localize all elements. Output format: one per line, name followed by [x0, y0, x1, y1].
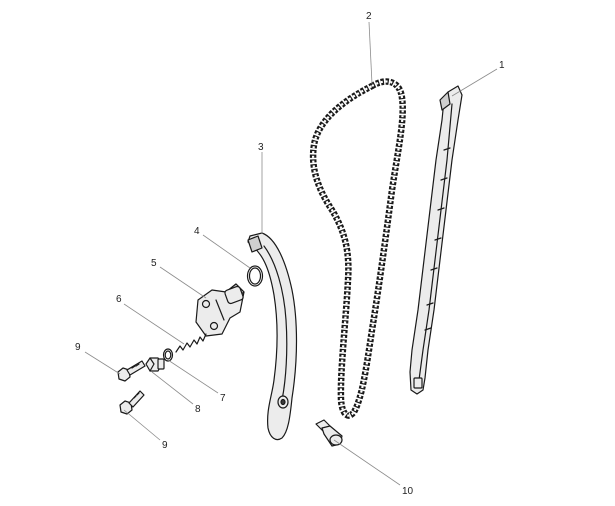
spring-part [175, 333, 207, 353]
leader-9a [84, 351, 121, 375]
callout-4: 4 [194, 226, 200, 237]
leader-9b [123, 409, 161, 441]
small-o-ring-part [162, 348, 174, 362]
tensioner-body-part [195, 283, 245, 337]
leader-8 [151, 371, 194, 405]
leader-1 [451, 68, 498, 97]
callout-9-upper: 9 [75, 342, 81, 353]
plug-screw-part [145, 357, 165, 372]
callout-6: 6 [116, 294, 122, 305]
leader-2 [368, 21, 373, 85]
tensioner-slipper-part [247, 232, 298, 441]
leader-5 [159, 266, 207, 299]
callout-9-lower: 9 [162, 440, 168, 451]
chain-guide-part [409, 85, 463, 395]
o-ring-part [246, 265, 264, 287]
callout-7: 7 [220, 393, 226, 404]
leader-6 [123, 303, 185, 345]
callout-2: 2 [366, 11, 372, 22]
callout-10: 10 [402, 486, 414, 497]
callout-5: 5 [151, 258, 157, 269]
bolt-lower-part [119, 390, 145, 415]
leader-10 [333, 439, 401, 486]
callout-3: 3 [258, 142, 264, 153]
bolt-upper-part [117, 360, 146, 382]
pivot-bolt-part [315, 419, 343, 447]
leader-lines [84, 21, 498, 486]
leader-4 [202, 234, 251, 269]
callout-1: 1 [499, 60, 505, 71]
leader-7 [167, 359, 219, 394]
callout-labels: 1 2 3 4 5 6 7 8 9 9 10 [75, 11, 505, 497]
callout-8: 8 [195, 404, 201, 415]
timing-chain-part [309, 78, 406, 419]
